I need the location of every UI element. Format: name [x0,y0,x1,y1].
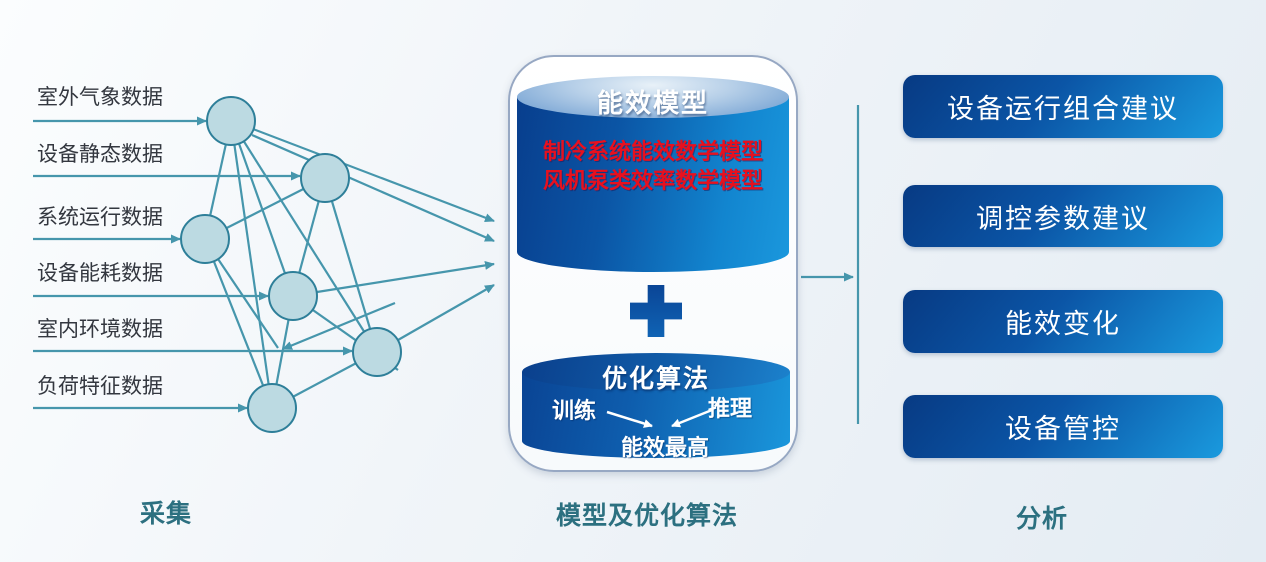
analysis-output-box: 能效变化 [903,290,1223,353]
train-label: 训练 [552,398,597,423]
data-source-label: 系统运行数据 [37,206,163,229]
data-source-label: 室外气象数据 [37,86,163,109]
energy-model-cylinder-body [517,97,789,272]
data-source-label: 室内环境数据 [37,318,163,341]
data-source-label: 设备能耗数据 [37,262,163,285]
inference-label: 推理 [708,396,753,421]
optimization-cylinder-top [522,353,790,391]
stage-label-model: 模型及优化算法 [556,502,739,530]
energy-model-title: 能效模型 [596,88,709,118]
result-label: 能效最高 [620,435,709,460]
energy-model-item: 风机泵类效率数学模型 [542,168,763,193]
analysis-output-box: 设备运行组合建议 [903,75,1223,138]
optimization-title: 优化算法 [601,365,710,393]
stage-label-collection: 采集 [140,500,193,528]
data-source-label: 负荷特征数据 [37,375,163,398]
analysis-output-box: 调控参数建议 [903,185,1223,247]
stage-label-analysis: 分析 [1016,505,1069,533]
analysis-output-box: 设备管控 [903,395,1223,458]
energy-model-item: 制冷系统能效数学模型 [542,139,763,164]
energy-model-cylinder-top [517,76,789,118]
data-source-label: 设备静态数据 [37,143,163,166]
